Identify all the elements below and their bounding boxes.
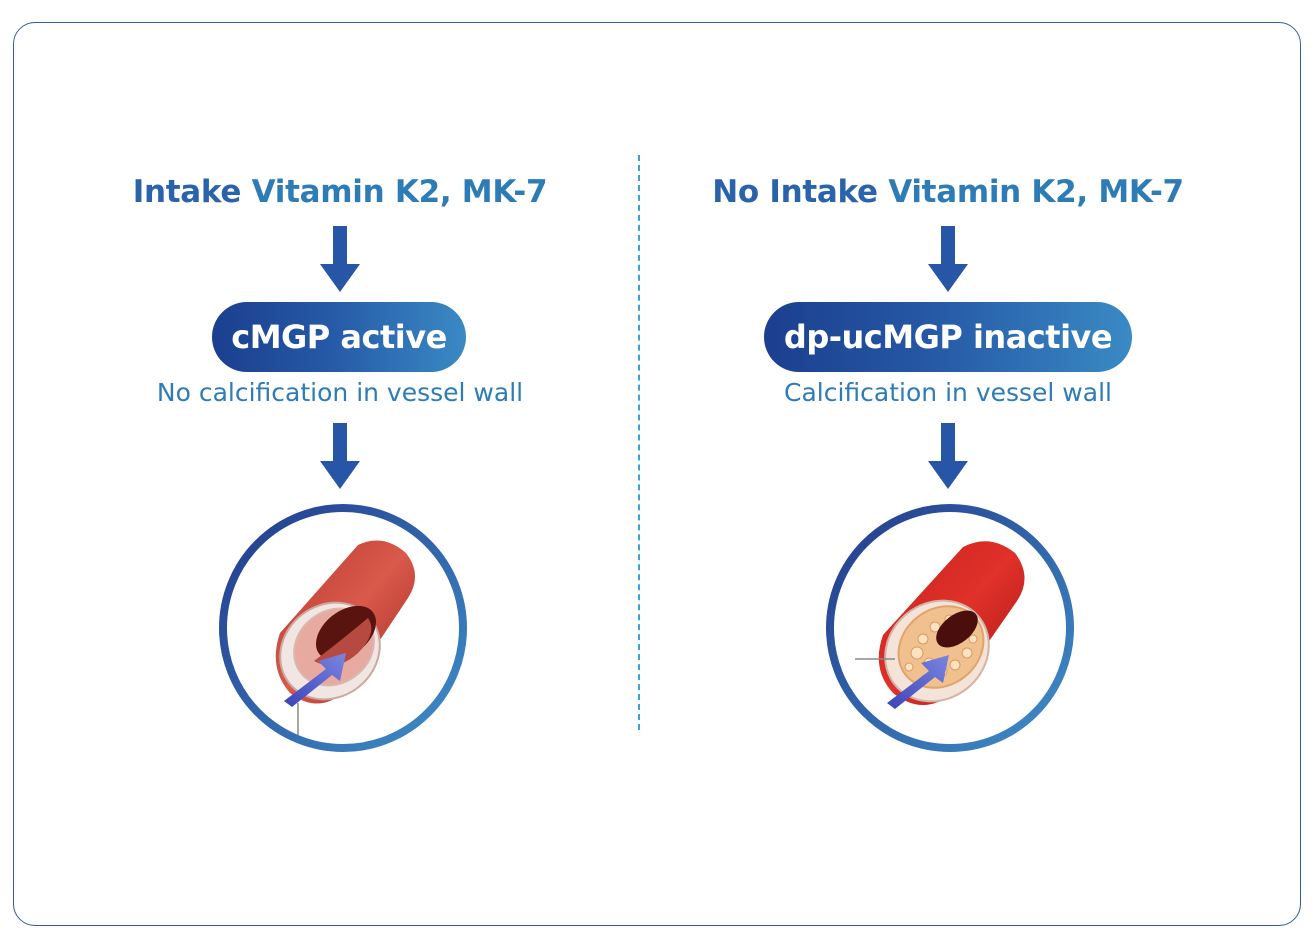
down-arrow-icon: [320, 423, 360, 489]
pill-label: dp-ucMGP inactive: [783, 318, 1113, 356]
diagram-frame: [13, 22, 1301, 926]
cmgp-active-pill: cMGP active: [212, 302, 466, 372]
healthy-vessel-illustration: [219, 504, 467, 752]
no-intake-panel: No Intake Vitamin K2, MK-7 dp-ucMGP inac…: [648, 0, 1248, 947]
dp-ucmgp-inactive-pill: dp-ucMGP inactive: [764, 302, 1132, 372]
center-divider: [638, 155, 640, 730]
intake-heading: Intake Vitamin K2, MK-7: [40, 174, 640, 210]
heading-rest: Vitamin K2, MK-7: [888, 174, 1184, 210]
intake-panel: Intake Vitamin K2, MK-7 cMGP active No c…: [40, 0, 640, 947]
heading-lead: Intake: [132, 174, 242, 210]
calcification-text: Calcification in vessel wall: [784, 378, 1112, 407]
no-intake-heading: No Intake Vitamin K2, MK-7: [648, 174, 1248, 210]
down-arrow-icon: [320, 226, 360, 292]
down-arrow-icon: [928, 226, 968, 292]
heading-rest: Vitamin K2, MK-7: [251, 174, 548, 210]
no-calcification-text: No calcification in vessel wall: [156, 378, 524, 407]
calcified-vessel-illustration: [826, 504, 1074, 752]
down-arrow-icon: [928, 423, 968, 489]
pill-label: cMGP active: [231, 318, 447, 356]
heading-lead: No Intake: [712, 174, 878, 210]
